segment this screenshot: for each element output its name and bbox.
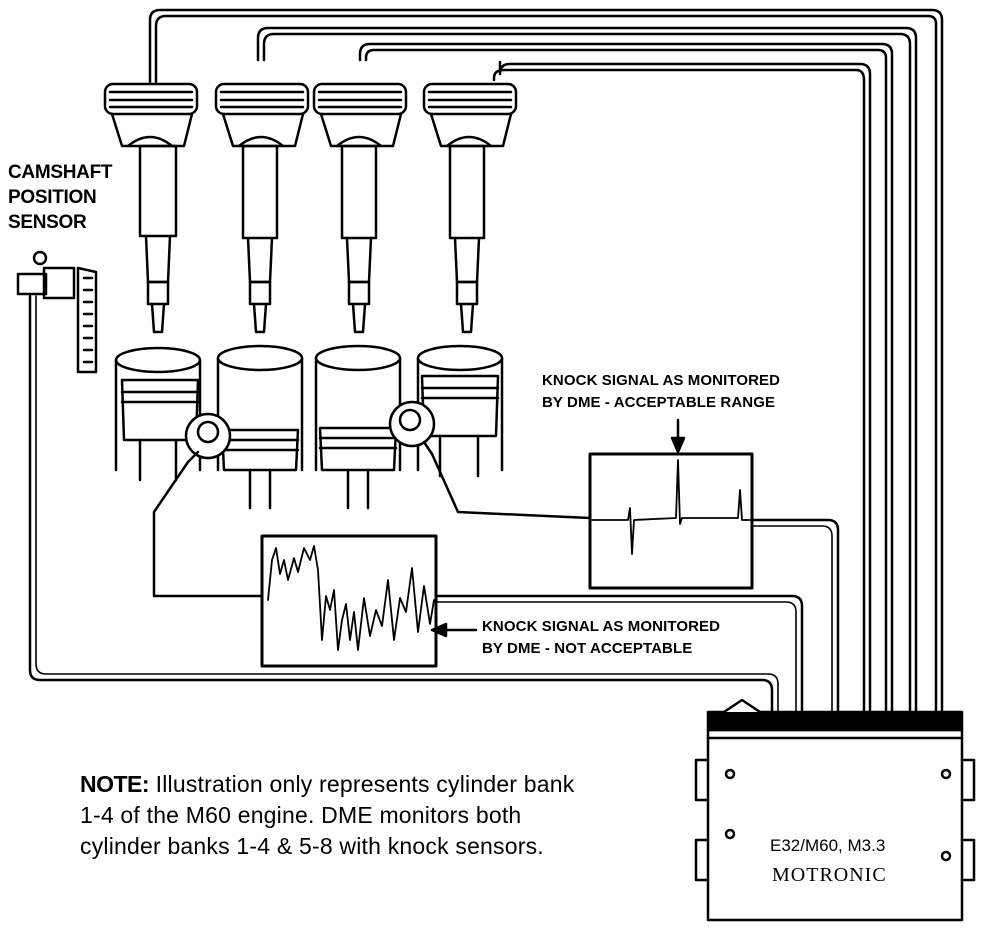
camshaft-label-line-1: CAMSHAFT xyxy=(8,162,113,183)
note-text: NOTE: Illustration only represents cylin… xyxy=(80,769,574,862)
camshaft-sensor-wire-2 xyxy=(35,295,779,713)
knock-sensor-1-wire xyxy=(152,460,264,598)
cylinder-3 xyxy=(314,344,402,510)
ecu-model-label: E32/M60, M3.3 xyxy=(770,836,886,855)
knock-acceptable-line-2: BY DME - ACCEPTABLE RANGE xyxy=(542,394,776,411)
knock-not-acceptable-label: KNOCK SIGNAL AS MONITORED BY DME - NOT A… xyxy=(482,616,720,660)
ecu-module xyxy=(694,698,976,922)
cylinder-1 xyxy=(114,346,202,482)
camshaft-sensor-label: CAMSHAFT POSITION SENSOR xyxy=(8,160,113,235)
ignition-coil-4 xyxy=(422,82,518,334)
knock-sensor-2 xyxy=(388,400,436,456)
note-line-1: Illustration only represents cylinder ba… xyxy=(155,771,575,797)
scope-acceptable xyxy=(588,452,754,590)
camshaft-sensor-wire xyxy=(28,294,774,714)
ignition-coil-1 xyxy=(103,82,199,334)
coil-wiring xyxy=(148,8,944,714)
note-prefix: NOTE: xyxy=(80,771,150,797)
cylinder-2 xyxy=(216,344,304,510)
scope-not-acceptable xyxy=(260,534,438,668)
ignition-coil-3 xyxy=(312,82,408,334)
camshaft-sensor xyxy=(16,250,98,374)
ignition-coil-2 xyxy=(214,82,310,334)
ecu-name-label: MOTRONIC xyxy=(772,864,887,886)
knock-sensor-1 xyxy=(184,412,232,464)
note-line-3: cylinder banks 1-4 & 5-8 with knock sens… xyxy=(80,833,544,859)
knock-sensor-2-wire xyxy=(430,452,592,520)
knock-not-acceptable-line-1: KNOCK SIGNAL AS MONITORED xyxy=(482,618,721,635)
note-line-2: 1-4 of the M60 engine. DME monitors both xyxy=(80,802,522,828)
camshaft-label-line-2: POSITION xyxy=(8,187,97,208)
knock-acceptable-label: KNOCK SIGNAL AS MONITORED BY DME - ACCEP… xyxy=(542,370,780,414)
knock-acceptable-line-1: KNOCK SIGNAL AS MONITORED xyxy=(542,372,781,389)
camshaft-label-line-3: SENSOR xyxy=(8,212,87,233)
knock-not-acceptable-line-2: BY DME - NOT ACCEPTABLE xyxy=(482,640,693,657)
